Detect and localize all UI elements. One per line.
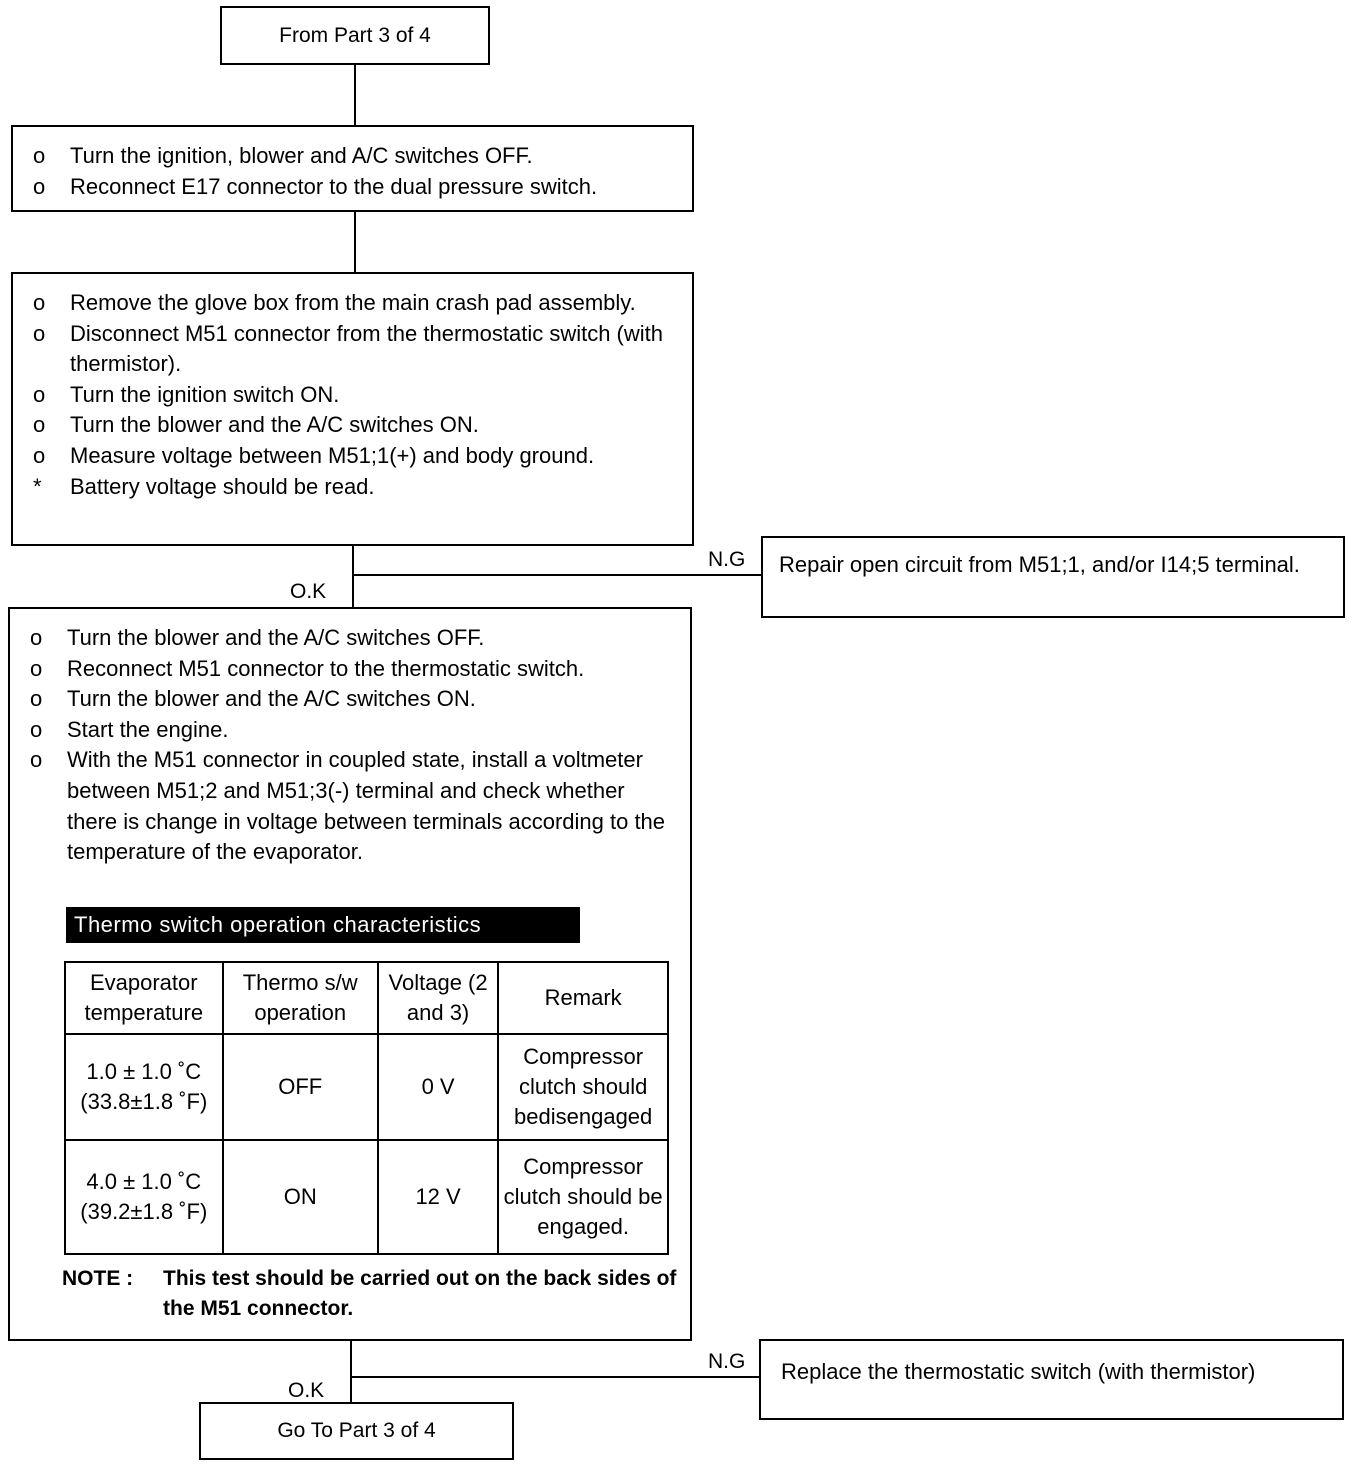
thermo-table-title: Thermo switch operation characteristics — [66, 907, 580, 943]
table-cell: ON — [221, 1139, 379, 1255]
repair-open-circuit-text: Repair open circuit from M51;1, and/or I… — [779, 552, 1300, 577]
table-header-row: Evaporator temperature Thermo s/w operat… — [64, 961, 669, 1035]
replace-thermostatic-switch-text: Replace the thermostatic switch (with th… — [781, 1359, 1256, 1384]
ok-label-1: O.K — [290, 580, 327, 603]
table-header-cell: Voltage (2 and 3) — [376, 961, 500, 1035]
ng-label-2: N.G — [708, 1350, 746, 1373]
thermo-characteristics-table: Evaporator temperature Thermo s/w operat… — [64, 961, 669, 1255]
connector-step2-step3 — [352, 545, 354, 608]
note-label: NOTE : — [62, 1267, 134, 1290]
repair-open-circuit-box: Repair open circuit from M51;1, and/or I… — [761, 536, 1345, 618]
connector-ng1 — [352, 574, 762, 576]
connector-start-step1 — [354, 64, 356, 126]
table-header-cell: Evaporator temperature — [64, 961, 224, 1035]
table-header-cell: Thermo s/w operation — [221, 961, 379, 1035]
table-cell: 1.0 ± 1.0 ˚C (33.8±1.8 ˚F) — [64, 1033, 224, 1141]
note-text: This test should be carried out on the b… — [163, 1267, 677, 1320]
end-box-text: Go To Part 3 of 4 — [277, 1419, 436, 1442]
table-cell: Compressor clutch should be engaged. — [497, 1139, 669, 1255]
table-row: 4.0 ± 1.0 ˚C (39.2±1.8 ˚F) ON 12 V Compr… — [64, 1139, 669, 1255]
table-cell: 0 V — [376, 1033, 500, 1141]
start-box: From Part 3 of 4 — [220, 6, 490, 65]
ok-label-2: O.K — [288, 1379, 325, 1402]
table-cell: 12 V — [376, 1139, 500, 1255]
step2-item: *Battery voltage should be read. — [33, 473, 375, 499]
connector-ng2 — [350, 1376, 760, 1378]
start-box-text: From Part 3 of 4 — [279, 23, 431, 47]
table-cell: Compressor clutch should bedisengaged — [497, 1033, 669, 1141]
ng-label-1: N.G — [708, 548, 746, 571]
table-header-cell: Remark — [497, 961, 669, 1035]
table-row: 1.0 ± 1.0 ˚C (33.8±1.8 ˚F) OFF 0 V Compr… — [64, 1033, 669, 1141]
connector-step3-end — [350, 1340, 352, 1403]
connector-step1-step2 — [354, 211, 356, 273]
table-cell: 4.0 ± 1.0 ˚C (39.2±1.8 ˚F) — [64, 1139, 224, 1255]
end-box: Go To Part 3 of 4 — [199, 1402, 514, 1460]
replace-thermostatic-switch-box: Replace the thermostatic switch (with th… — [759, 1339, 1344, 1420]
table-cell: OFF — [221, 1033, 379, 1141]
